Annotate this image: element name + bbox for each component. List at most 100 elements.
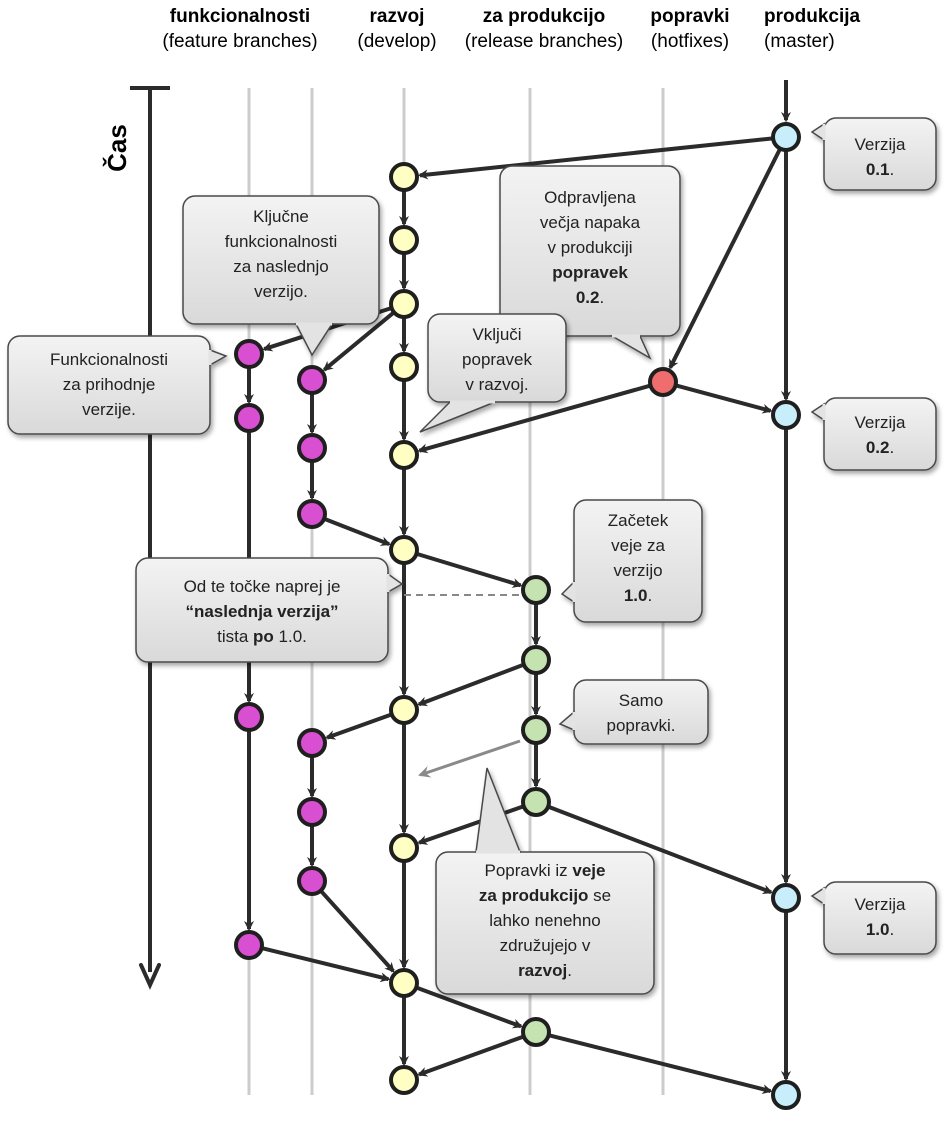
callout-box xyxy=(427,313,567,403)
commit-node-hotfix-h1 xyxy=(648,367,678,397)
callout-text-run: . xyxy=(567,961,572,980)
commit-node-develop-d5 xyxy=(389,440,419,470)
callout-text-run: 0.2 xyxy=(866,438,890,457)
callout-text-run: 0.2 xyxy=(576,288,600,307)
callout-text-run: Verzija xyxy=(854,895,906,914)
callout-tail xyxy=(560,580,575,604)
callout-text-run: popravki. xyxy=(607,716,676,735)
commit-nodes xyxy=(234,122,801,1110)
callout-box xyxy=(435,851,655,995)
callout-text-run: se xyxy=(588,886,611,905)
callout-tail xyxy=(419,401,496,433)
callout-text-run: za naslednjo xyxy=(233,257,328,276)
edge-r2-d7 xyxy=(417,662,525,707)
callout-text-run: “naslednja verzija” xyxy=(185,602,338,621)
callout-text-line: veje za xyxy=(611,536,665,555)
callout-tail xyxy=(294,323,334,357)
callout-text-run: večja napaka xyxy=(540,213,641,232)
edge-d9-r5 xyxy=(415,985,523,1029)
edge-d3-fb1 xyxy=(322,310,396,372)
time-axis: Čas xyxy=(102,86,170,990)
edge-d7-fb4 xyxy=(325,712,393,740)
callout-box xyxy=(182,195,380,325)
callout-text-line: Verzija xyxy=(854,413,906,432)
lane-subtitle-release: (release branches) xyxy=(465,31,623,52)
edge-fa4-d9 xyxy=(261,946,391,983)
callout-text-run: veje za xyxy=(611,536,665,555)
callout-text-run: popravek xyxy=(552,263,628,282)
commit-node-feature-fa1 xyxy=(234,339,264,369)
callout-text-line: funkcionalnosti xyxy=(225,232,337,251)
callout-text-line: 0.2. xyxy=(866,438,894,457)
lane-headers: funkcionalnosti (feature branches) razvo… xyxy=(162,6,860,52)
callout-box xyxy=(823,117,937,191)
callout-text-run: Popravki iz xyxy=(485,861,573,880)
commit-node-develop-d8 xyxy=(389,833,419,863)
edge-h1-m2 xyxy=(675,383,773,414)
time-axis-arrow-icon xyxy=(139,963,161,990)
callout-text-run: Funkcionalnosti xyxy=(50,350,168,369)
lane-title-master: produkcija xyxy=(764,6,861,27)
callout-text-line: Samo xyxy=(619,691,663,710)
callout-text-line: verzijo. xyxy=(254,282,308,301)
callout-text-run: lahko nenehno xyxy=(489,911,601,930)
callout-text-line: Od te točke naprej je xyxy=(184,577,341,596)
callout-text-line: Odpravljena xyxy=(544,188,636,207)
callout-text-line: tista po 1.0. xyxy=(217,627,307,646)
callout-text-line: popravki. xyxy=(607,716,676,735)
callout-text-run: veje xyxy=(572,861,605,880)
commit-node-feature-fa3 xyxy=(234,702,264,732)
lane-title-develop: razvoj xyxy=(370,6,425,27)
commit-node-master-m3 xyxy=(771,883,801,913)
lane-subtitle-hotfix: (hotfixes) xyxy=(651,31,729,52)
callout-text-run: . xyxy=(889,438,894,457)
commit-node-develop-d4 xyxy=(389,352,419,382)
callout-text-line: Vključi xyxy=(472,325,521,344)
callout-text-line: Verzija xyxy=(854,895,906,914)
callout-text-line: združujejo v xyxy=(500,936,591,955)
callout-text-run: Od te točke naprej je xyxy=(184,577,341,596)
edge-r5-d10 xyxy=(417,1034,525,1077)
callout-text-run: Verzija xyxy=(854,135,906,154)
commit-node-master-m1 xyxy=(771,122,801,152)
commit-node-feature-fb4 xyxy=(297,728,327,758)
callout-text-line: večja napaka xyxy=(540,213,641,232)
lane-title-hotfix: popravki xyxy=(650,6,729,27)
callout-text-run: Začetek xyxy=(608,511,669,530)
callout-text-run: Vključi xyxy=(472,325,521,344)
callout-box xyxy=(823,881,937,955)
callout-text-line: popravek xyxy=(462,350,532,369)
callout-text-run: verzije. xyxy=(82,400,136,419)
commit-node-develop-d7 xyxy=(389,695,419,725)
callout-text-run: 1.0 xyxy=(624,586,648,605)
edge-r5-m4 xyxy=(548,1033,773,1094)
callouts: Verzija0.1.Verzija0.2.Verzija1.0.Odpravl… xyxy=(7,117,937,995)
callout-key-features: Ključne funkcionalnosti za naslednjo verzij… xyxy=(182,195,380,357)
callout-text-run: Ključne xyxy=(253,207,309,226)
callout-text-run: Samo xyxy=(619,691,663,710)
callout-text-run: združujejo v xyxy=(500,936,591,955)
lane-title-feature: funkcionalnosti xyxy=(170,6,310,27)
commit-node-develop-d1 xyxy=(389,162,419,192)
edge-m1-h1 xyxy=(668,147,782,370)
callout-text-run: funkcionalnosti xyxy=(225,232,337,251)
callout-tail xyxy=(387,572,404,594)
commit-node-release-r5 xyxy=(521,1017,551,1047)
commit-node-develop-d9 xyxy=(389,968,419,998)
commit-node-develop-d10 xyxy=(389,1065,419,1095)
edge-d6-r1 xyxy=(415,551,523,588)
merge-hint-arrow-icon xyxy=(418,739,521,778)
callout-text-run: . xyxy=(889,920,894,939)
callout-text-line: Ključne xyxy=(253,207,309,226)
callout-text-line: za naslednjo xyxy=(233,257,328,276)
commit-edges xyxy=(244,80,791,1094)
commit-node-develop-d3 xyxy=(389,289,419,319)
callout-text-run: . xyxy=(889,160,894,179)
callout-text-line: Popravki iz veje xyxy=(485,861,606,880)
